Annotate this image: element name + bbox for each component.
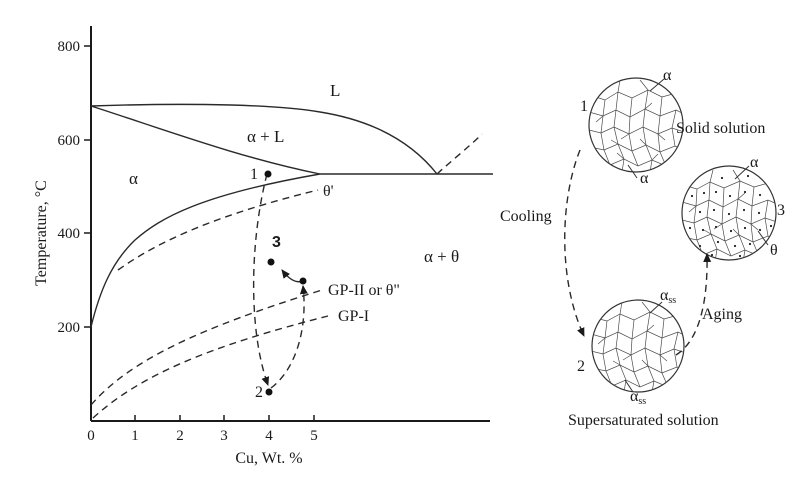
point-2-marker <box>265 388 273 396</box>
y-tick-600: 600 <box>58 133 81 149</box>
region-liquid: L <box>330 81 340 100</box>
y-tick-200: 200 <box>58 320 81 336</box>
region-alpha: α <box>129 169 138 188</box>
cooling-label: Cooling <box>500 208 552 225</box>
gp1-solvus <box>92 315 329 419</box>
aging-start-marker <box>299 277 307 285</box>
y-tick-800: 800 <box>58 39 81 55</box>
micro1-phase-top: α <box>663 67 672 84</box>
micro2-number: 2 <box>577 358 585 375</box>
micrograph-supersaturated: αss 2 αss Supersaturated solution <box>568 287 719 429</box>
point-1-label: 1 <box>250 166 258 183</box>
solidus-curve <box>90 105 321 175</box>
x-tick-3: 3 <box>220 428 228 444</box>
micro3-phase-theta: θ <box>770 242 778 259</box>
label-gp1: GP-I <box>338 308 369 325</box>
point-3-label: 3 <box>272 234 281 251</box>
x-axis-ticks: 0 1 2 3 4 5 <box>87 415 318 444</box>
theta-liquidus-dashed <box>436 133 483 175</box>
precipitates <box>688 174 773 258</box>
heat-treatment-path: 1 2 3 <box>250 166 308 401</box>
phase-diagram: 800 600 400 200 0 1 2 3 4 5 Cu, Wt. % Te… <box>33 26 493 467</box>
micro2-phase-bottom: αss <box>630 388 646 407</box>
point-1-marker <box>264 170 272 178</box>
micro3-phase-alpha: α <box>750 154 759 171</box>
solvus-curve <box>90 173 321 328</box>
x-tick-2: 2 <box>176 428 184 444</box>
point-2-label: 2 <box>255 384 263 401</box>
microstructures: 1 Solid solution α α <box>500 67 785 429</box>
y-tick-400: 400 <box>58 226 81 242</box>
micro3-number: 3 <box>777 202 785 219</box>
quench-path <box>252 173 270 386</box>
micrograph-aged: α 3 θ <box>681 154 785 261</box>
label-gp2: GP-II or θ" <box>328 282 400 299</box>
y-axis-title: Temperature, °C <box>33 180 50 286</box>
region-alpha-plus-liquid: α + L <box>247 127 284 146</box>
label-theta-prime: θ' <box>323 183 334 200</box>
region-alpha-plus-theta: α + θ <box>424 247 459 266</box>
aging-label: Aging <box>702 306 742 323</box>
micro1-number: 1 <box>580 98 588 115</box>
micro1-title: Solid solution <box>676 120 765 137</box>
gp2-solvus <box>90 289 323 406</box>
x-tick-0: 0 <box>87 428 95 444</box>
liquidus-curve <box>90 103 438 175</box>
reheat-path <box>270 285 308 389</box>
y-axis-ticks: 800 600 400 200 <box>58 39 91 336</box>
point-3-marker <box>267 258 275 266</box>
x-tick-5: 5 <box>310 428 318 444</box>
cooling-arrow <box>564 149 585 337</box>
theta-prime-solvus <box>117 189 319 271</box>
micro2-phase-top: αss <box>660 287 676 306</box>
grains-1 <box>589 79 683 172</box>
x-tick-4: 4 <box>265 428 273 444</box>
micrograph-solid-solution: 1 Solid solution α α <box>580 67 765 187</box>
micro1-phase-bottom: α <box>640 170 649 187</box>
x-tick-1: 1 <box>131 428 139 444</box>
x-axis-title: Cu, Wt. % <box>235 450 302 467</box>
micro2-title: Supersaturated solution <box>568 412 719 429</box>
